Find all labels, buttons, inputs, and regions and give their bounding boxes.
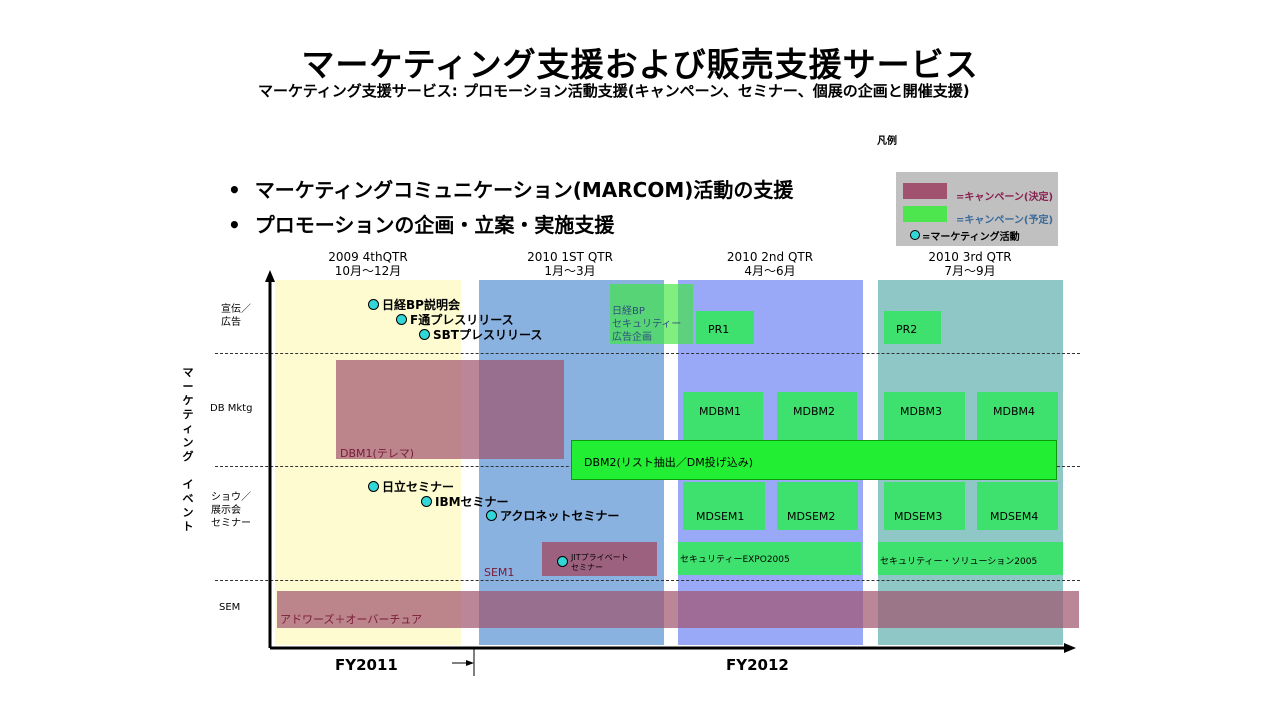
campaign-label: MDBM2 bbox=[793, 405, 835, 418]
activity-dot-icon bbox=[557, 556, 568, 567]
row-label-db: DB Mktg bbox=[210, 403, 253, 414]
event-label: 日立セミナー bbox=[382, 480, 455, 494]
legend-swatch-decided bbox=[903, 183, 947, 199]
fiscal-year-label: FY2011 bbox=[335, 656, 398, 674]
quarter-name: 2010 3rd QTR bbox=[928, 250, 1012, 264]
page-subtitle: マーケティング支援サービス: プロモーション活動支援(キャンペーン、セミナー、個… bbox=[258, 82, 970, 100]
campaign-mdsem1: MDSEM1 bbox=[683, 482, 765, 530]
campaign-security-solution: セキュリティー・ソリューション2005 bbox=[878, 542, 1063, 575]
campaign-security-expo: セキュリティーEXPO2005 bbox=[678, 542, 861, 575]
quarter-header: 2010 3rd QTR 7月～9月 bbox=[900, 250, 1040, 278]
legend-label-planned: =キャンペーン(予定) bbox=[956, 215, 1054, 226]
event-hitachi: 日立セミナー bbox=[368, 478, 454, 495]
campaign-label: MDSEM1 bbox=[696, 510, 745, 523]
quarter-name: 2010 1ST QTR bbox=[527, 250, 613, 264]
campaign-label: MDSEM3 bbox=[894, 510, 943, 523]
campaign-label: MDBM1 bbox=[699, 405, 741, 418]
quarter-header: 2009 4thQTR 10月～12月 bbox=[300, 250, 436, 278]
campaign-label: MDBM4 bbox=[993, 405, 1035, 418]
row-divider bbox=[215, 353, 1080, 354]
activity-dot-icon bbox=[396, 314, 407, 325]
campaign-mdsem2: MDSEM2 bbox=[777, 482, 858, 530]
event-label: SBTプレスリリース bbox=[433, 328, 543, 342]
campaign-label: MDSEM2 bbox=[787, 510, 836, 523]
campaign-label: 日経BP セキュリティー 広告企画 bbox=[612, 306, 682, 343]
row-divider bbox=[215, 580, 1080, 581]
activity-dot-icon bbox=[419, 329, 430, 340]
activity-dot-icon bbox=[421, 496, 432, 507]
campaign-dbm2: DBM2(リスト抽出／DM投げ込み) bbox=[571, 440, 1057, 480]
campaign-mdsem4: MDSEM4 bbox=[977, 482, 1058, 530]
legend-swatch-planned bbox=[903, 206, 947, 222]
activity-dot-icon bbox=[368, 481, 379, 492]
event-label: IBMセミナー bbox=[435, 495, 509, 509]
campaign-mdbm3: MDBM3 bbox=[884, 392, 965, 440]
campaign-mdbm4: MDBM4 bbox=[977, 392, 1058, 440]
campaign-mdsem3: MDSEM3 bbox=[884, 482, 965, 530]
fiscal-year-label: FY2012 bbox=[726, 656, 789, 674]
quarter-name: 2010 2nd QTR bbox=[726, 250, 814, 264]
bullet-text: マーケティングコミュニケーション(MARCOM)活動の支援 bbox=[254, 178, 794, 202]
campaign-nikkei-ad: 日経BP セキュリティー 広告企画 bbox=[610, 284, 693, 344]
row-label-sem: SEM bbox=[219, 602, 241, 613]
quarter-months: 10月～12月 bbox=[334, 264, 402, 278]
campaign-label: MDBM3 bbox=[900, 405, 942, 418]
campaign-dbm1: DBM1(テレマ) bbox=[336, 360, 564, 460]
bullet-text: プロモーションの企画・立案・実施支援 bbox=[254, 213, 615, 237]
campaign-label: PR1 bbox=[708, 323, 730, 336]
bullet-item: • マーケティングコミュニケーション(MARCOM)活動の支援 bbox=[228, 178, 794, 202]
y-axis-label: マ ー ケ テ ィ ン グ イ ベ ン ト bbox=[182, 366, 194, 533]
campaign-label: PR2 bbox=[896, 323, 918, 336]
quarter-months: 7月～9月 bbox=[944, 264, 996, 278]
campaign-label: MDSEM4 bbox=[990, 510, 1039, 523]
event-jit: JITプライベート セミナー bbox=[557, 553, 629, 573]
campaign-mdbm1: MDBM1 bbox=[683, 392, 763, 440]
campaign-label: アドワーズ＋オーバーチュア bbox=[280, 613, 423, 626]
event-sbt-press: SBTプレスリリース bbox=[419, 326, 542, 343]
quarter-header: 2010 2nd QTR 4月～6月 bbox=[700, 250, 840, 278]
campaign-pr1: PR1 bbox=[696, 311, 754, 344]
quarter-header: 2010 1ST QTR 1月～3月 bbox=[500, 250, 640, 278]
event-ibm: IBMセミナー bbox=[421, 493, 509, 510]
quarter-months: 4月～6月 bbox=[744, 264, 796, 278]
quarter-months: 1月～3月 bbox=[544, 264, 596, 278]
quarter-name: 2009 4thQTR bbox=[328, 250, 408, 264]
campaign-label-sem1: SEM1 bbox=[484, 566, 515, 579]
event-label: アクロネットセミナー bbox=[500, 509, 620, 523]
row-label-show: ショウ／ 展示会 セミナー bbox=[211, 492, 251, 529]
event-nikkei-bp: 日経BP説明会 bbox=[368, 296, 460, 313]
activity-dot-icon bbox=[368, 299, 379, 310]
event-f-press: F通プレスリリース bbox=[396, 311, 514, 328]
legend-title: 凡例 bbox=[877, 136, 897, 147]
event-acronet: アクロネットセミナー bbox=[486, 507, 619, 524]
legend: =キャンペーン(決定) =キャンペーン(予定) =マーケティング活動 bbox=[896, 172, 1058, 246]
activity-dot-icon bbox=[486, 510, 497, 521]
campaign-label: セキュリティーEXPO2005 bbox=[680, 555, 790, 565]
row-label-pr: 宣伝／ 広告 bbox=[221, 304, 251, 328]
band-q4-2009 bbox=[275, 280, 461, 645]
campaign-adwords: アドワーズ＋オーバーチュア bbox=[277, 591, 1079, 628]
legend-label-activity: =マーケティング活動 bbox=[922, 232, 1020, 243]
event-label: JITプライベート セミナー bbox=[571, 553, 629, 572]
event-label: F通プレスリリース bbox=[410, 313, 514, 327]
campaign-pr2: PR2 bbox=[884, 311, 941, 344]
legend-activity-icon bbox=[910, 230, 920, 240]
campaign-mdbm2: MDBM2 bbox=[777, 392, 857, 440]
campaign-label: DBM1(テレマ) bbox=[340, 447, 415, 460]
campaign-label: セキュリティー・ソリューション2005 bbox=[880, 557, 1038, 567]
bullet-item: • プロモーションの企画・立案・実施支援 bbox=[228, 213, 615, 237]
campaign-label: DBM2(リスト抽出／DM投げ込み) bbox=[584, 456, 754, 469]
page-title: マーケティング支援および販売支援サービス bbox=[301, 45, 979, 84]
event-label: 日経BP説明会 bbox=[382, 298, 460, 312]
legend-label-decided: =キャンペーン(決定) bbox=[956, 192, 1054, 203]
